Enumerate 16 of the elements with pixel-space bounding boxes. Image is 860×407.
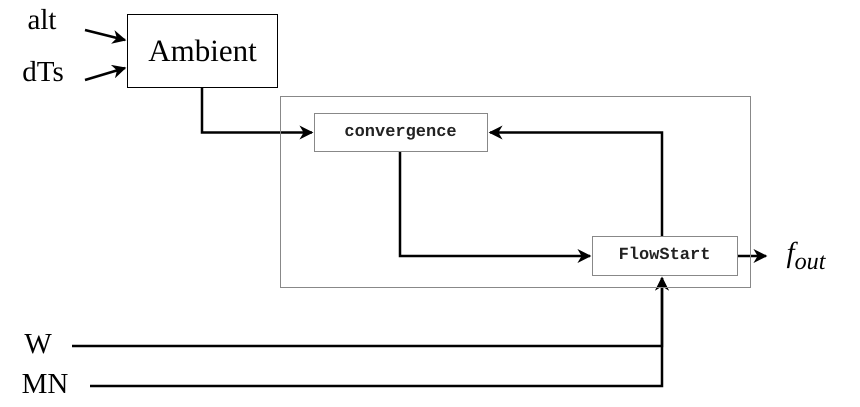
arrow	[398, 152, 592, 263]
process-box: convergence	[314, 112, 488, 152]
process-box: FlowStart	[592, 236, 738, 276]
arrow	[200, 88, 314, 140]
arrow	[738, 249, 768, 263]
arrow	[84, 64, 126, 82]
group-box	[280, 96, 751, 288]
output-label: f$_{out}$	[768, 234, 844, 278]
input-label: dTs	[8, 52, 78, 92]
arrow	[90, 276, 669, 388]
input-label: alt	[14, 2, 70, 38]
arrow	[488, 126, 664, 236]
input-label: W	[14, 324, 62, 364]
arrow	[84, 28, 126, 44]
process-box: Ambient	[127, 14, 278, 88]
input-label: MN	[14, 364, 76, 404]
